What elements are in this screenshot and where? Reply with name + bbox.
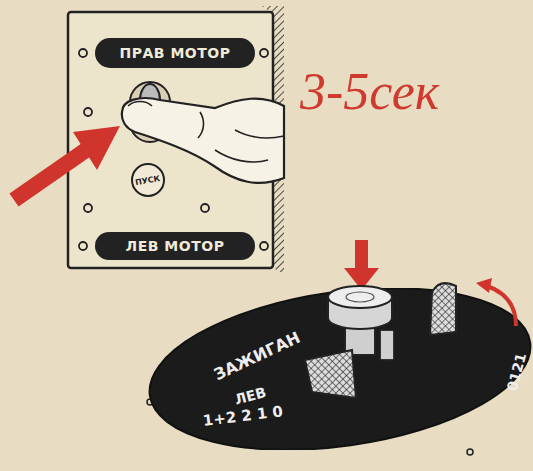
down-arrow-head: [344, 268, 379, 290]
handwritten-note: 3-5сек: [300, 66, 439, 118]
label-text: ПУСК: [135, 173, 161, 186]
label-text: ПРАВ МОТОР: [120, 45, 231, 61]
toggle-lever: [140, 84, 160, 116]
knuckle-line: [215, 150, 268, 162]
name-plate: ПРАВ МОТОР: [95, 38, 255, 68]
toggle-switch: [130, 82, 170, 142]
knuckle-line: [198, 112, 204, 138]
dial-disc: [145, 288, 533, 450]
control-panel: [68, 6, 284, 274]
press-arrow-head: [73, 126, 120, 170]
screw-hole: [260, 242, 268, 250]
screw-hole: [84, 204, 92, 212]
nail: [128, 102, 152, 107]
screw-hole: [201, 204, 209, 212]
screw-hole: [260, 49, 268, 57]
finger-line: [235, 130, 284, 138]
start-button: ПУСК: [131, 163, 165, 197]
label-text: ЛЕВ МОТОР: [126, 238, 225, 254]
screw-hole: [79, 49, 87, 57]
down-arrow-shaft: [355, 240, 368, 270]
panel-plate: [68, 12, 273, 268]
press-arrow-shaft: [14, 150, 86, 200]
turn-arrow-head: [476, 278, 492, 293]
name-plate: ЛЕВ МОТОР: [95, 232, 255, 260]
screw-hole: [79, 242, 87, 250]
dot: [467, 449, 473, 455]
screw-hole: [84, 108, 92, 116]
ignition-dial: ЗАЖИГАНЛЕВ1+2 2 1 00121: [145, 288, 533, 450]
